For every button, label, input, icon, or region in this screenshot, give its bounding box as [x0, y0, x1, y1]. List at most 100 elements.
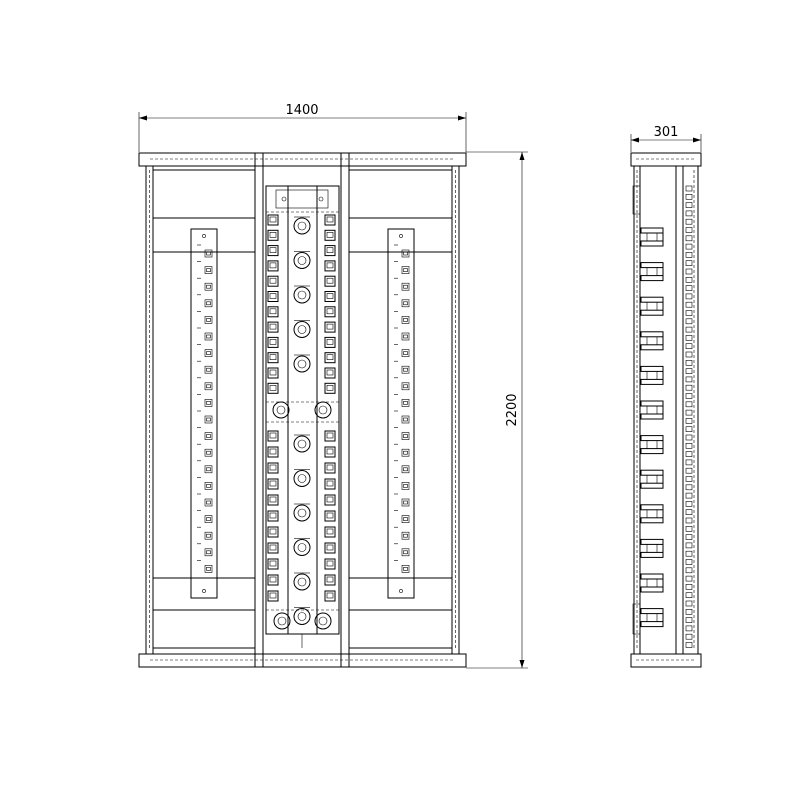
left-divider — [254, 152, 264, 668]
side-view — [630, 152, 702, 668]
cable-reel — [293, 572, 311, 591]
center-port — [267, 352, 279, 364]
side-port — [685, 426, 693, 433]
side-port — [685, 384, 693, 391]
dimension-depth-label: 301 — [654, 125, 679, 140]
center-port — [267, 478, 279, 490]
strip-port — [394, 360, 410, 374]
side-port — [685, 642, 693, 648]
center-port — [324, 558, 336, 570]
dimension-height: 2200 — [466, 151, 528, 669]
bottom-spool-right — [314, 612, 332, 630]
center-port — [267, 306, 279, 318]
side-port — [685, 418, 693, 424]
side-port — [685, 525, 693, 532]
center-port — [324, 306, 336, 318]
cable-reel — [293, 320, 311, 338]
dimension-width-label: 1400 — [285, 103, 318, 118]
side-port — [685, 608, 693, 615]
center-port — [267, 574, 279, 586]
cable-reel — [293, 538, 311, 556]
side-bracket — [640, 365, 664, 385]
strip-port — [197, 560, 213, 573]
side-port — [685, 293, 693, 300]
strip-port — [394, 543, 410, 557]
side-port — [685, 268, 693, 275]
side-port — [685, 617, 693, 623]
strip-port — [394, 261, 410, 274]
center-port — [267, 382, 279, 394]
center-port — [324, 214, 336, 226]
right-divider — [340, 152, 350, 668]
center-port — [267, 260, 279, 272]
strip-port — [197, 261, 213, 274]
center-port — [324, 367, 336, 379]
side-port — [685, 409, 693, 416]
side-port — [685, 575, 693, 582]
side-port — [685, 401, 693, 408]
side-port — [685, 442, 693, 449]
side-port — [685, 351, 693, 358]
strip-port — [394, 410, 410, 424]
side-port — [685, 218, 693, 225]
strip-port — [394, 460, 410, 474]
side-port — [685, 318, 693, 325]
center-port — [324, 574, 336, 586]
center-port — [267, 229, 279, 241]
center-port — [324, 430, 336, 442]
center-port — [267, 367, 279, 379]
strip-port — [394, 526, 410, 540]
side-brackets — [640, 227, 664, 628]
side-port — [685, 459, 693, 466]
center-port — [267, 214, 279, 226]
center-port — [267, 526, 279, 538]
strip-port — [197, 311, 213, 324]
side-port — [685, 492, 693, 499]
left-strip-ports — [197, 234, 213, 593]
side-port — [685, 434, 693, 441]
strip-port — [197, 427, 213, 440]
strip-port — [197, 410, 213, 424]
side-port — [685, 633, 693, 640]
strip-port — [394, 443, 410, 457]
side-port — [685, 310, 693, 316]
side-bracket — [640, 469, 664, 489]
strip-port — [394, 311, 410, 324]
side-port — [685, 467, 693, 474]
strip-port — [197, 477, 213, 490]
strip-port — [197, 344, 213, 357]
cable-reel — [293, 469, 311, 487]
side-port — [685, 517, 693, 524]
frame-outer — [145, 165, 460, 655]
strip-port — [197, 493, 213, 507]
strip-port — [394, 344, 410, 357]
dimension-width: 1400 — [138, 103, 467, 152]
center-port — [324, 291, 336, 302]
right-port-strip — [387, 228, 415, 599]
side-bracket — [640, 538, 664, 558]
strip-port — [394, 510, 410, 523]
center-port — [324, 260, 336, 272]
side-port — [685, 260, 693, 267]
side-port — [685, 326, 693, 333]
side-port — [685, 484, 693, 491]
strip-port — [197, 294, 213, 308]
center-port — [267, 446, 279, 458]
side-port — [685, 534, 693, 540]
cable-reel — [293, 503, 311, 522]
center-port — [267, 430, 279, 442]
center-port — [324, 446, 336, 458]
strip-port — [197, 327, 213, 341]
center-port — [267, 494, 279, 506]
cable-reel — [293, 216, 311, 235]
top-cap — [138, 152, 467, 167]
side-bracket — [640, 504, 664, 524]
bottom-spool-left — [273, 612, 291, 630]
center-column — [265, 185, 340, 635]
side-port — [685, 194, 693, 200]
side-port — [685, 584, 693, 590]
side-bracket — [640, 400, 664, 420]
center-port — [324, 382, 336, 394]
center-cable-reels — [293, 216, 311, 625]
side-port — [685, 202, 693, 208]
